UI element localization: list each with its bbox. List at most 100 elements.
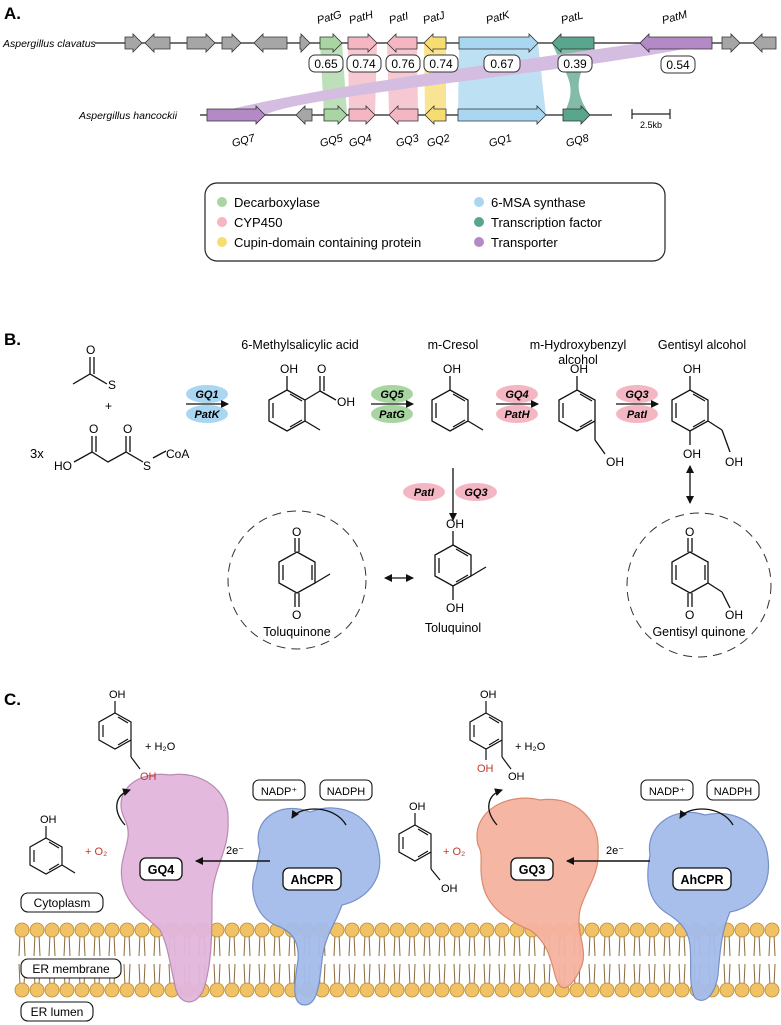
lipid-bottom-48 <box>734 963 750 998</box>
identity-5: 0.39 <box>563 57 587 71</box>
enzyme-pill-gq3 <box>616 385 658 403</box>
step1-arrow-group: GQ1 PatK <box>186 385 229 423</box>
step4-arrow-group: GQ3 PatI <box>616 385 659 423</box>
gq4-water: + H₂O <box>145 741 176 753</box>
malonyl-coa-label: CoA <box>166 447 189 461</box>
nadp-right-label: NADP⁺ <box>649 786 686 798</box>
enzyme-pati: PatI <box>627 409 648 421</box>
gq3-product-oh-2: OH <box>477 763 494 775</box>
lipid-bottom-14 <box>224 963 240 998</box>
gene-label-path: PatH <box>348 9 375 27</box>
lipid-top-16 <box>254 922 270 957</box>
band-path-gq4 <box>348 43 377 115</box>
toluquinone-structure <box>278 538 331 607</box>
panel-c-label: C. <box>4 690 21 709</box>
enzyme-pill-gq4 <box>496 385 538 403</box>
legend-swatch-cyp450 <box>217 217 227 227</box>
scale-bar: 2.5kb <box>631 109 671 130</box>
lipid-bottom-16 <box>254 963 270 998</box>
nadph-cycle-arrow-left <box>291 808 347 826</box>
lipid-bottom-15 <box>239 963 255 998</box>
gene-label-patl: PatL <box>560 9 585 26</box>
cytoplasm-label-box <box>20 892 104 913</box>
lipid-top-40 <box>614 922 630 957</box>
lipid-bottom-25 <box>389 963 405 998</box>
lipid-bottom-21 <box>329 963 345 998</box>
species-top-label: Aspergillus clavatus <box>2 38 97 50</box>
ahcpr-right-label: AhCPR <box>680 873 723 887</box>
gq4-product-oh-2: OH <box>140 771 157 783</box>
compound-name-toluquinol: Toluquinol <box>425 621 481 635</box>
lipid-bottom-28 <box>434 963 450 998</box>
lipid-top-7 <box>119 922 135 957</box>
lipid-bottom-35 <box>539 963 555 998</box>
lipid-bottom-27 <box>419 963 435 998</box>
lipid-top-23 <box>359 922 375 957</box>
enzyme-gq3: GQ3 <box>625 389 648 401</box>
lipid-top-0 <box>14 922 30 957</box>
cresol-oh: OH <box>443 362 461 376</box>
gq3-label-box <box>510 857 554 881</box>
lipid-bottom-7 <box>119 963 135 998</box>
malonyl-o-1: O <box>89 422 98 436</box>
enzyme-pill-path <box>496 405 538 423</box>
msa-oh-1: OH <box>280 362 298 376</box>
identity-2: 0.76 <box>391 57 415 71</box>
gq3-product-oh-3: OH <box>508 771 525 783</box>
gene-label-patm: PatM <box>661 8 690 26</box>
lipid-top-8 <box>134 922 150 957</box>
lipid-bottom-38 <box>584 963 600 998</box>
lipid-bottom-34 <box>524 963 540 998</box>
nadph-left-label: NADPH <box>327 786 366 798</box>
lipid-bottom-9 <box>149 963 165 998</box>
er-membrane-label-box <box>20 958 122 979</box>
cresol-structure <box>431 376 484 432</box>
nadph-cycle-arrow-right <box>679 808 734 826</box>
gene-label-gq3: GQ3 <box>395 132 421 150</box>
lipid-bottom-leaflet <box>14 963 780 998</box>
ahcpr-right-label-box <box>672 867 732 891</box>
lipid-top-42 <box>644 922 660 957</box>
gene-label-gq2: GQ2 <box>426 132 452 150</box>
gene-label-gq5: GQ5 <box>319 132 345 150</box>
plus-sign: + <box>105 399 112 413</box>
lipid-top-3 <box>59 922 75 957</box>
lipid-top-2 <box>44 922 60 957</box>
toluquinone-o-2: O <box>292 608 301 622</box>
lipid-top-32 <box>494 922 510 957</box>
nadph-right-label: NADPH <box>714 786 753 798</box>
gq4-reaction-arrow <box>116 788 131 826</box>
lipid-top-13 <box>209 922 225 957</box>
ahcpr-left-label: AhCPR <box>290 873 333 887</box>
compound-name-cresol: m-Cresol <box>428 338 479 352</box>
identity-4: 0.67 <box>490 57 514 71</box>
legend-swatch-decarboxylase <box>217 197 227 207</box>
lipid-top-leaflet <box>14 922 780 957</box>
gq3-label: GQ3 <box>519 863 545 877</box>
lipid-top-21 <box>329 922 345 957</box>
acetyl-o-atom: O <box>86 343 95 357</box>
gene-label-gq4: GQ4 <box>348 132 374 150</box>
lipid-bottom-26 <box>404 963 420 998</box>
identity-3: 0.74 <box>429 57 453 71</box>
enzyme-pill-patk <box>186 405 228 423</box>
enzyme-gq5: GQ5 <box>380 389 404 401</box>
lipid-top-4 <box>74 922 90 957</box>
gq4-label-box <box>139 857 183 881</box>
hydroxybenzyl-structure <box>558 376 606 455</box>
msa-oh-2: OH <box>337 395 355 409</box>
ahcpr-left-label-box <box>282 867 342 891</box>
lipid-top-39 <box>599 922 615 957</box>
gentisyl-oh-1: OH <box>683 362 701 376</box>
nadph-right-box <box>706 779 760 801</box>
lipid-bottom-22 <box>344 963 360 998</box>
lipid-top-22 <box>344 922 360 957</box>
compound-name-hydroxybenzyl-1: m-Hydroxybenzyl <box>530 338 627 352</box>
toluquinone-dashed-circle <box>227 510 367 650</box>
lipid-bottom-42 <box>644 963 660 998</box>
malonyl-multiplier: 3x <box>30 446 44 461</box>
lipid-top-25 <box>389 922 405 957</box>
lipid-top-24 <box>374 922 390 957</box>
lipid-bottom-41 <box>629 963 645 998</box>
